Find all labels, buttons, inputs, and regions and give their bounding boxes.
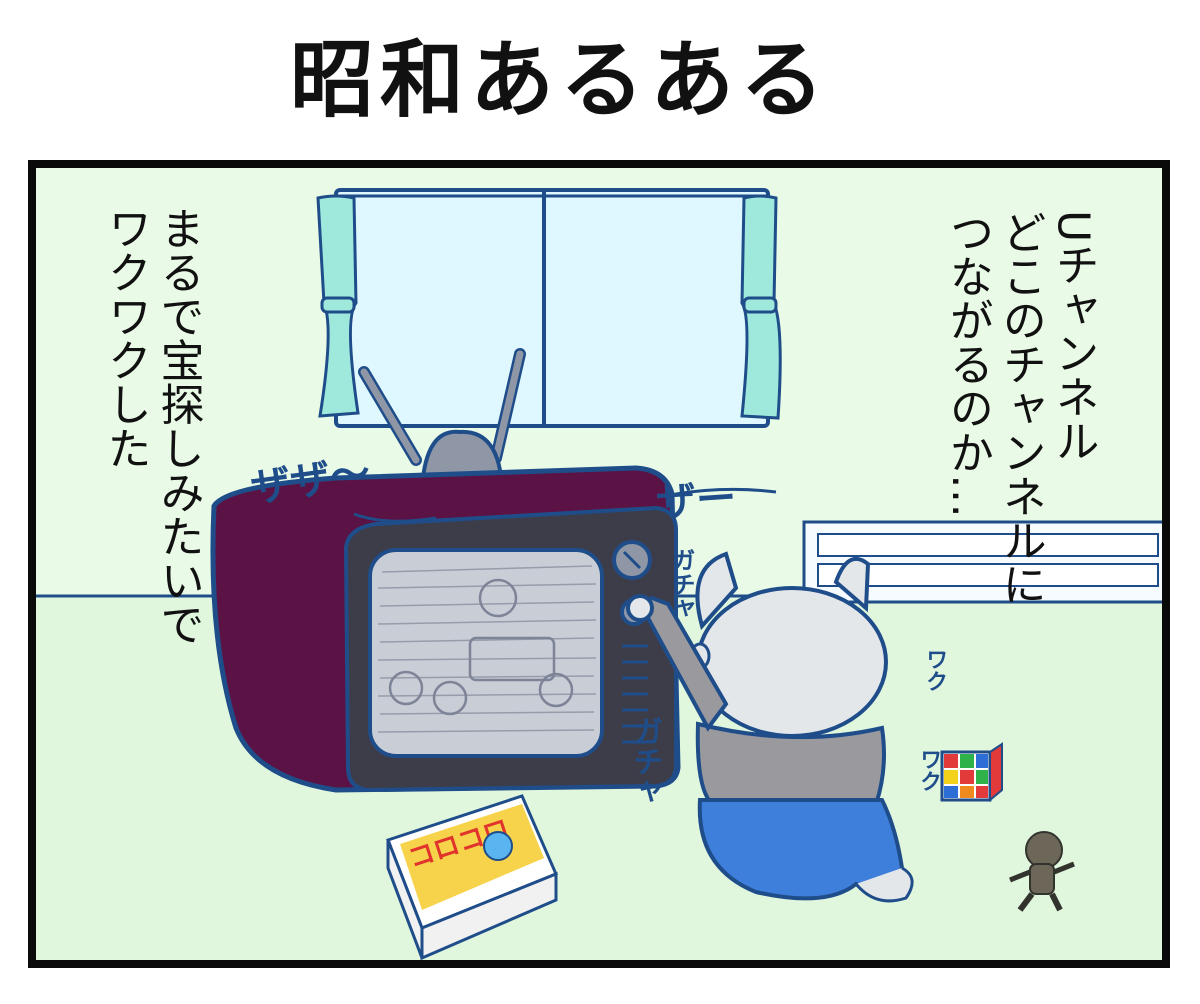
thought-line-1: Uチャンネル bbox=[1047, 210, 1099, 463]
curtain-right bbox=[740, 194, 782, 420]
sfx-static-right: ザー bbox=[654, 475, 738, 527]
sfx-click-bottom: ガチャ bbox=[627, 716, 662, 806]
scene-illustration: コロコロ bbox=[36, 188, 1162, 960]
rubiks-cube bbox=[940, 742, 1003, 803]
narration-line-2: ワクワクした bbox=[99, 206, 151, 470]
narration-line-1: まるで宝探しみたいで bbox=[152, 206, 204, 646]
sfx-excite-top: ワク bbox=[922, 648, 947, 692]
page-title: 昭和あるある bbox=[290, 31, 831, 129]
thought-line-3: つながるのか… bbox=[941, 210, 993, 518]
tv-set bbox=[210, 465, 777, 793]
narration-text: まるで宝探しみたいで ワクワクした bbox=[98, 206, 204, 946]
comic-panel: コロコロ まるで宝探しみたいで ワクワクした Uチャンネル どこのチャンネルに … bbox=[28, 160, 1170, 968]
character-child bbox=[626, 551, 914, 903]
sfx-click-top: ガチャ bbox=[667, 548, 695, 620]
thought-text: Uチャンネル どこのチャンネルに つながるのか… bbox=[940, 210, 1099, 630]
sfx-excite-bottom: ワク bbox=[916, 748, 941, 792]
tv-antenna bbox=[358, 348, 526, 493]
thought-line-2: どこのチャンネルに bbox=[994, 210, 1046, 606]
curtain-left bbox=[316, 194, 360, 418]
window bbox=[334, 188, 770, 428]
robot-toy bbox=[1009, 831, 1075, 912]
